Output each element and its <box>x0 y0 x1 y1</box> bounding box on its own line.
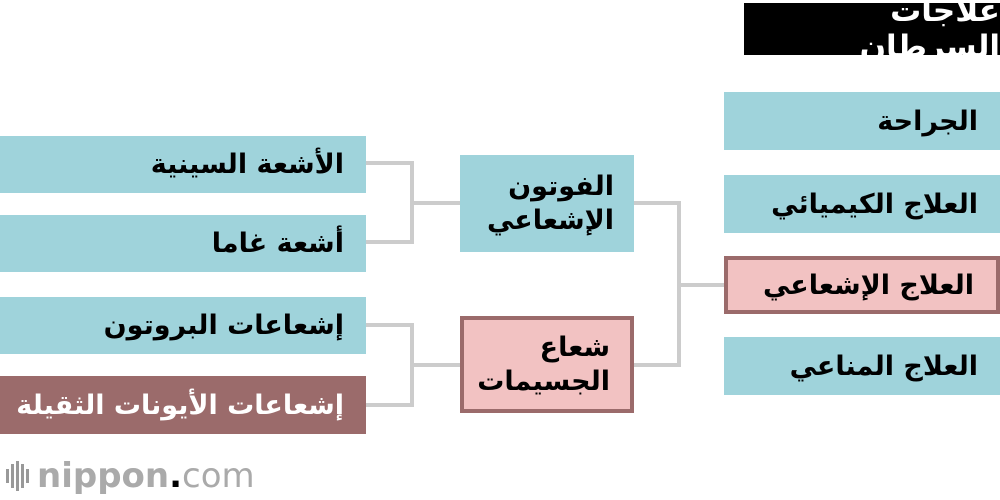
source-proton: إشعاعات البروتون <box>0 297 366 354</box>
connector-gamma <box>366 203 414 244</box>
logo-dot: . <box>169 456 183 496</box>
logo-tld: com <box>182 456 255 496</box>
source-heavy-ion: إشعاعات الأيونات الثقيلة <box>0 376 366 434</box>
diagram-title: علاجات السرطان <box>744 0 1000 65</box>
connector-xray <box>366 161 460 205</box>
connector-heavy-ion <box>366 365 414 407</box>
treatment-surgery: الجراحة <box>724 92 1000 150</box>
connector-photon <box>634 201 724 287</box>
source-gamma: أشعة غاما <box>0 215 366 272</box>
treatment-radiotherapy: العلاج الإشعاعي <box>724 256 1000 314</box>
logo-bars-icon <box>6 461 29 491</box>
nippon-logo: nippon.com <box>6 456 255 496</box>
connector-proton <box>366 323 460 367</box>
logo-name: nippon <box>37 456 170 496</box>
radiation-photon: الفوتون الإشعاعي <box>460 155 634 252</box>
connector-particle <box>634 285 681 367</box>
treatment-immunotherapy: العلاج المناعي <box>724 337 1000 395</box>
treatment-chemotherapy: العلاج الكيميائي <box>724 175 1000 233</box>
radiation-particle-beam: شعاع الجسيمات <box>460 316 634 413</box>
source-xray: الأشعة السينية <box>0 136 366 193</box>
